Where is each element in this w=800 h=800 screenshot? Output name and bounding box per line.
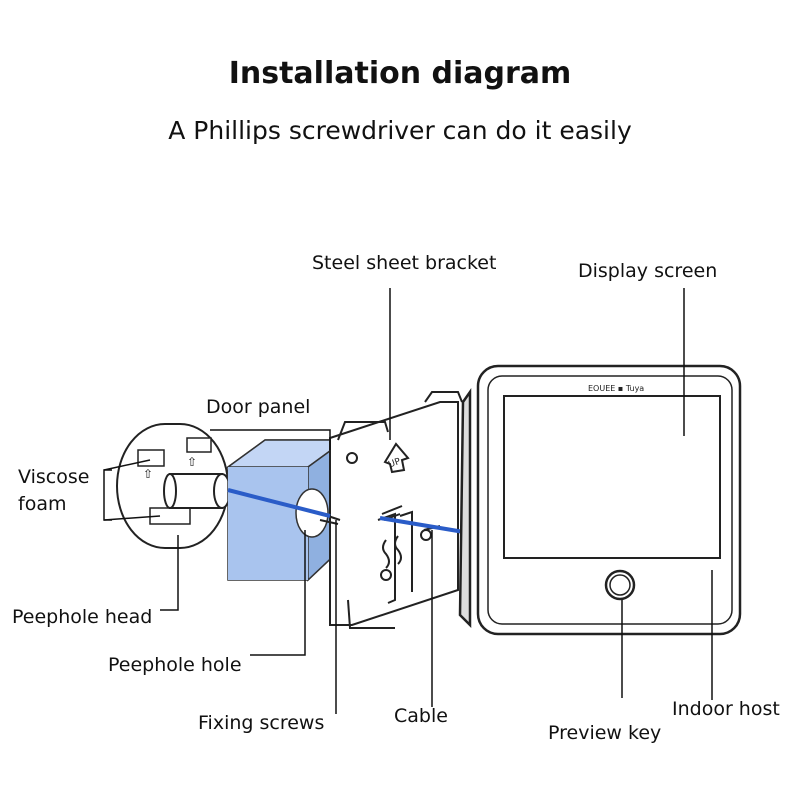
label-cable: Cable: [394, 705, 448, 727]
label-preview-key: Preview key: [548, 722, 662, 744]
svg-text:⇧: ⇧: [143, 467, 153, 481]
label-viscose-foam-1: Viscose: [18, 466, 90, 488]
brand-mark: EOUEE ▪ Tuya: [588, 384, 644, 393]
indoor-host: [458, 364, 742, 636]
cable: [227, 488, 471, 535]
label-peephole-hole: Peephole hole: [108, 654, 242, 676]
door-panel: [225, 438, 348, 582]
diagram-subtitle: A Phillips screwdriver can do it easily: [168, 116, 632, 145]
label-door-panel: Door panel: [206, 396, 311, 418]
up-mark: UP: [387, 457, 402, 471]
peephole-barrel: [163, 473, 231, 509]
label-display-screen: Display screen: [578, 260, 718, 282]
leader-lines: [103, 288, 713, 714]
label-indoor-host: Indoor host: [672, 698, 780, 720]
label-peephole-head: Peephole head: [12, 606, 153, 628]
label-viscose-foam-2: foam: [18, 493, 67, 515]
svg-text:⇧: ⇧: [187, 455, 197, 469]
steel-sheet-bracket: [329, 391, 463, 629]
label-fixing-screws: Fixing screws: [198, 712, 325, 734]
diagram-title: Installation diagram: [228, 56, 572, 91]
label-steel-sheet-bracket: Steel sheet bracket: [312, 252, 497, 274]
